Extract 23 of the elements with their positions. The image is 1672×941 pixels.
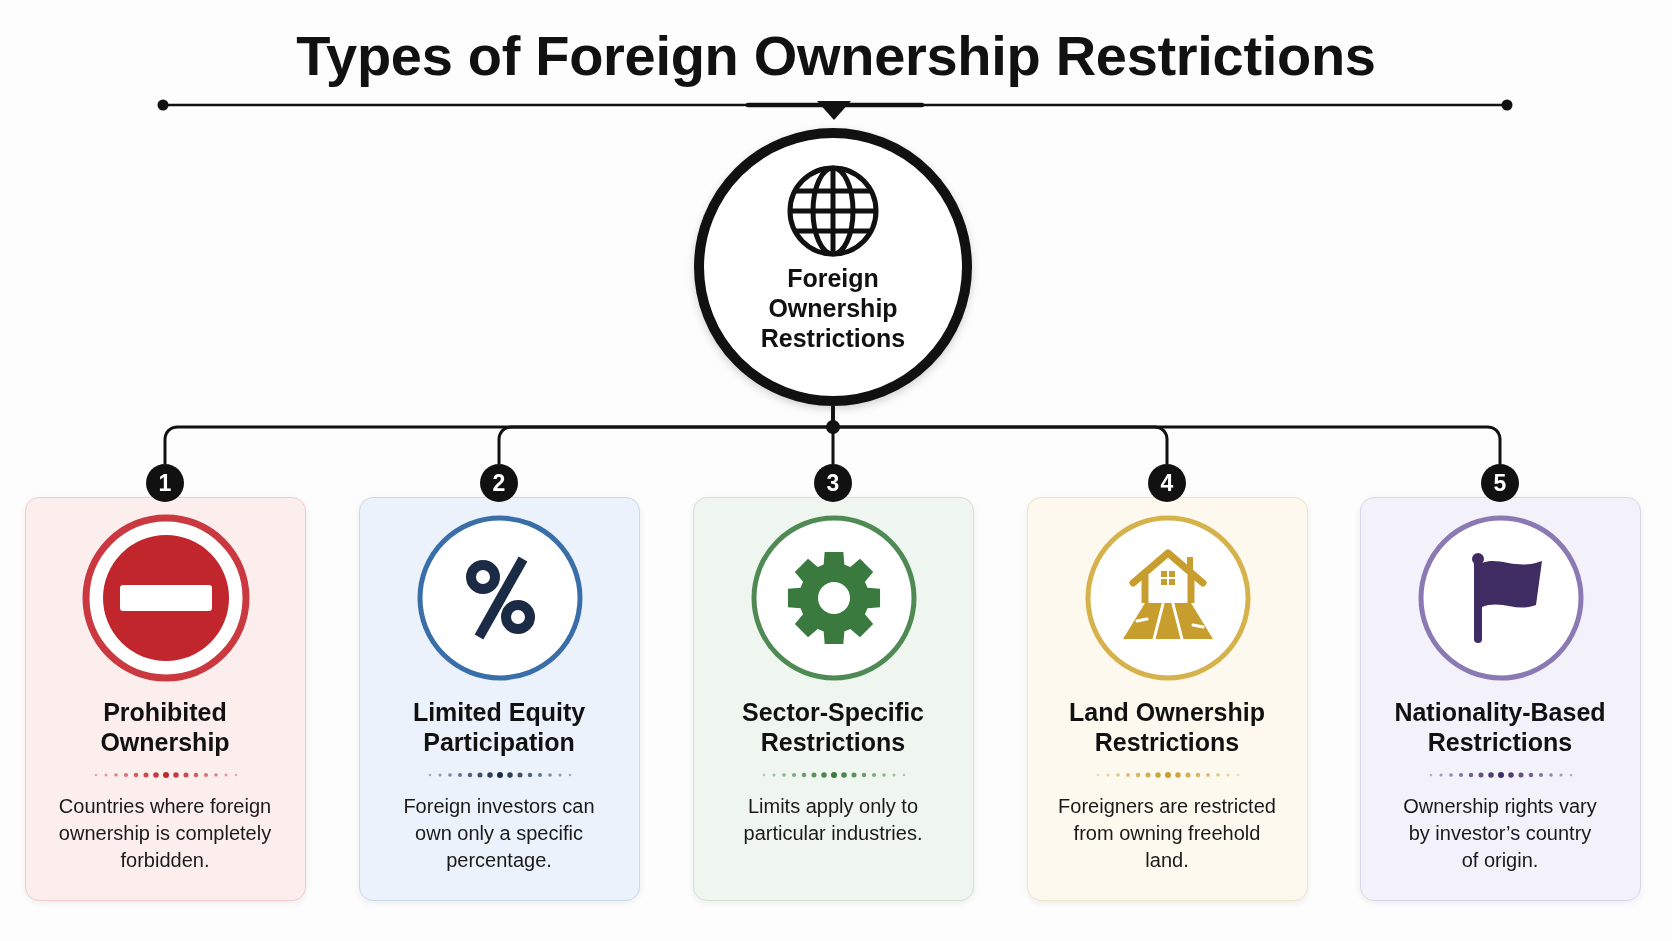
step-number: 1 [146,464,184,502]
card-description: Foreigners are restricted from owning freehold land. [1057,794,1277,873]
category-card [25,497,306,901]
step-number: 2 [480,464,518,502]
connector-line [831,406,1502,464]
hub-label: Foreign Ownership Restrictions [759,263,907,353]
diagram-title: Types of Foreign Ownership Restrictions [296,24,1376,88]
card-description: Limits apply only to particular industries. [742,794,924,846]
card-description: Countries where foreign ownership is completely forbidden. [57,794,273,873]
step-number: 3 [814,464,852,502]
step-number: 5 [1481,464,1519,502]
card-description: Ownership rights vary by investor’s country of origin. [1402,794,1598,873]
card-title: Land Ownership Restrictions [1068,697,1266,757]
card-title: Prohibited Ownership [99,697,231,757]
category-card [1360,497,1641,901]
card-title: Nationality-Based Restrictions [1393,697,1607,757]
card-title: Limited Equity Participation [411,697,587,757]
category-card [1027,497,1308,901]
card-title: Sector-Specific Restrictions [741,697,925,757]
card-description: Foreign investors can own only a specific percentage. [402,794,596,873]
category-card [359,497,640,901]
category-card [693,497,974,901]
step-number: 4 [1148,464,1186,502]
